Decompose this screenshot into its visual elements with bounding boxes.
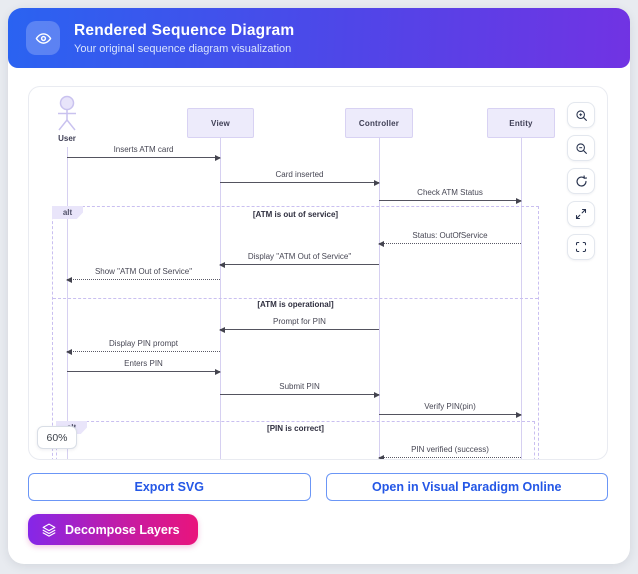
guard-condition: [ATM is out of service]	[252, 210, 339, 219]
main-panel: Rendered Sequence Diagram Your original …	[8, 8, 630, 564]
message-label: Show "ATM Out of Service"	[94, 267, 193, 276]
alt-divider	[53, 298, 538, 299]
message-label: Check ATM Status	[417, 188, 483, 197]
message: Prompt for PIN	[219, 314, 379, 333]
message: Verify PIN(pin)	[379, 399, 522, 418]
message-label: Enters PIN	[124, 359, 163, 368]
participant-controller: Controller	[345, 108, 413, 138]
expand-button[interactable]	[567, 201, 595, 227]
message-label: Card inserted	[275, 170, 324, 179]
page-subtitle: Your original sequence diagram visualiza…	[74, 42, 292, 55]
message-label: Inserts ATM card	[113, 145, 174, 154]
message-label: Prompt for PIN	[273, 317, 326, 326]
open-online-button[interactable]: Open in Visual Paradigm Online	[325, 473, 608, 501]
message: Check ATM Status	[379, 185, 522, 204]
message: Display "ATM Out of Service"	[219, 249, 379, 268]
lifeline-user	[67, 147, 68, 459]
message: PIN verified (success)	[378, 442, 521, 459]
layers-icon	[42, 523, 56, 537]
actor-figure	[54, 95, 80, 140]
message-label: Submit PIN	[279, 382, 320, 391]
message: Inserts ATM card	[67, 142, 221, 161]
header: Rendered Sequence Diagram Your original …	[8, 8, 630, 68]
diagram-viewport[interactable]: User View Controller Entity alt [ATM is …	[28, 86, 608, 460]
message: Display PIN prompt	[66, 336, 220, 355]
alt-frame-1: alt [ATM is out of service] [ATM is oper…	[52, 206, 539, 459]
message-label: Display "ATM Out of Service"	[247, 252, 352, 261]
zoom-toolbar	[567, 102, 595, 260]
guard-condition: [PIN is correct]	[267, 424, 324, 433]
participant-entity: Entity	[487, 108, 555, 138]
message: Submit PIN	[220, 379, 380, 398]
magnifier-plus-icon	[575, 109, 588, 122]
page-title: Rendered Sequence Diagram	[74, 21, 295, 39]
action-button-row: Export SVG Open in Visual Paradigm Onlin…	[28, 473, 608, 501]
zoom-level-badge: 60%	[37, 426, 77, 449]
reset-view-button[interactable]	[567, 168, 595, 194]
message-label: Verify PIN(pin)	[424, 402, 476, 411]
participant-user: User	[58, 134, 76, 143]
message: Show "ATM Out of Service"	[66, 264, 220, 283]
guard-condition: [ATM is operational]	[257, 300, 334, 309]
rotate-ccw-icon	[575, 174, 588, 188]
fullscreen-brackets-icon	[575, 241, 587, 253]
decompose-layers-label: Decompose Layers	[65, 522, 180, 537]
message: Status: OutOfService	[378, 228, 521, 247]
message-label: Status: OutOfService	[412, 231, 488, 240]
zoom-in-button[interactable]	[567, 102, 595, 128]
participant-view: View	[187, 108, 254, 138]
zoom-out-button[interactable]	[567, 135, 595, 161]
maximize-icon	[575, 208, 587, 220]
export-svg-button[interactable]: Export SVG	[28, 473, 311, 501]
message-label: PIN verified (success)	[411, 445, 489, 454]
decompose-layers-button[interactable]: Decompose Layers	[28, 514, 198, 545]
message: Card inserted	[220, 167, 380, 186]
alt-operator-label: alt	[52, 206, 83, 219]
fullscreen-button[interactable]	[567, 234, 595, 260]
eye-icon	[26, 21, 60, 55]
message: Enters PIN	[67, 356, 221, 375]
magnifier-minus-icon	[575, 142, 588, 155]
message-label: Display PIN prompt	[109, 339, 178, 348]
